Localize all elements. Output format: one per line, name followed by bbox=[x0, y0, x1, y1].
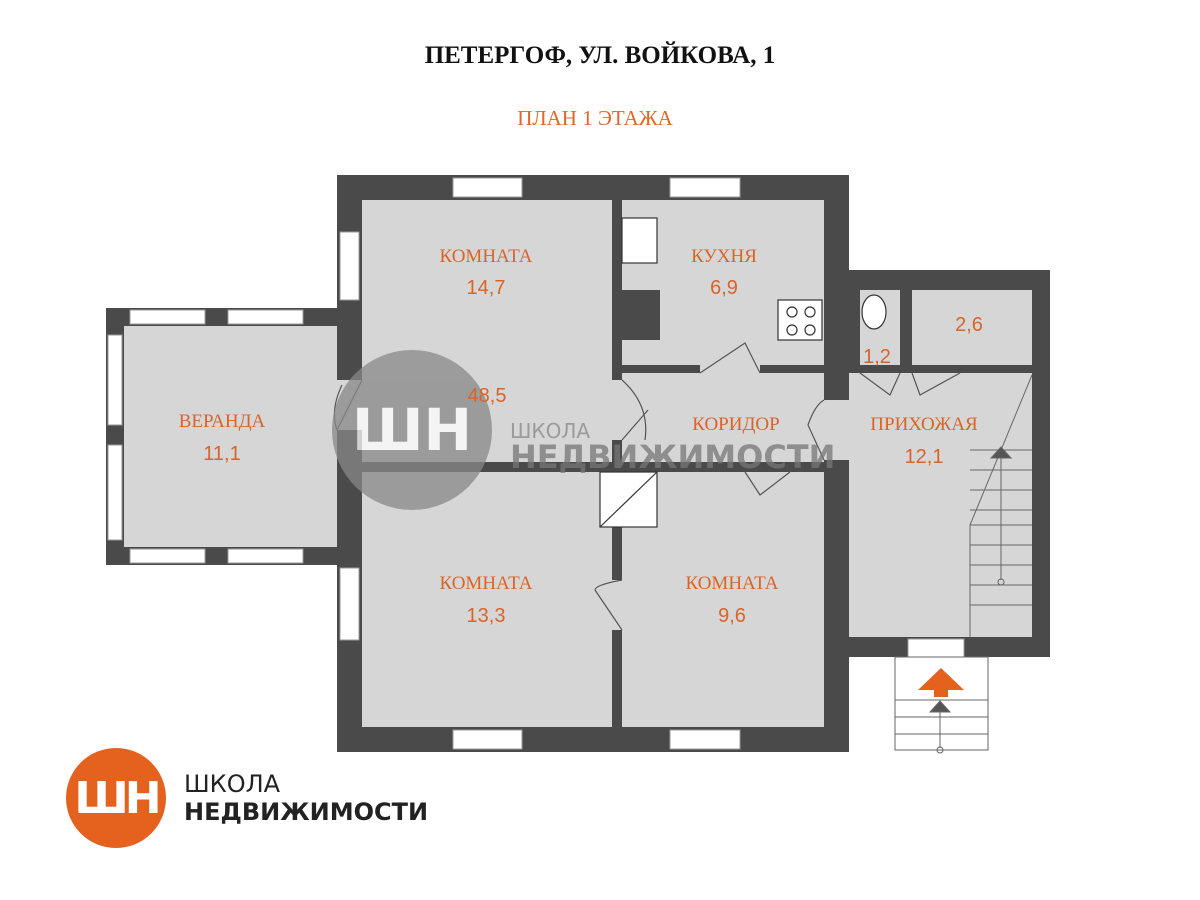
room-name: ПРИХОЖАЯ bbox=[870, 414, 978, 435]
room-area: 12,1 bbox=[905, 446, 944, 468]
room-labels: КОМНАТА 14,7 КУХНЯ 6,9 ВЕРАНДА 11,1 КОРИ… bbox=[179, 246, 983, 627]
svg-text:ШН: ШН bbox=[352, 396, 472, 464]
room-name: ВЕРАНДА bbox=[179, 411, 266, 432]
svg-text:ШКОЛА: ШКОЛА bbox=[510, 419, 590, 443]
room-name: КОРИДОР bbox=[692, 414, 779, 435]
stove-icon bbox=[777, 299, 823, 341]
room-area: 14,7 bbox=[467, 277, 506, 299]
brand-logo: ШН ШКОЛА НЕДВИЖИМОСТИ bbox=[66, 748, 428, 848]
room-name: КОМНАТА bbox=[686, 573, 779, 594]
logo-mark: ШН bbox=[66, 748, 166, 848]
logo-line1: ШКОЛА bbox=[184, 770, 281, 798]
room-name: КУХНЯ bbox=[691, 246, 757, 267]
entrance-arrow-icon bbox=[918, 668, 964, 690]
floor-plan-subtitle: ПЛАН 1 ЭТАЖА bbox=[517, 106, 673, 130]
fixtures bbox=[599, 217, 887, 528]
logo-line2: НЕДВИЖИМОСТИ bbox=[184, 798, 429, 826]
windows bbox=[107, 177, 965, 750]
floors bbox=[124, 200, 1032, 727]
watermark: ШН ШКОЛА НЕДВИЖИМОСТИ bbox=[332, 350, 835, 510]
toilet-icon bbox=[861, 294, 887, 330]
room-area: 13,3 bbox=[467, 605, 506, 627]
room-area: 2,6 bbox=[955, 314, 983, 336]
room-area: 6,9 bbox=[710, 277, 738, 299]
room-name: КОМНАТА bbox=[440, 573, 533, 594]
total-area: 48,5 bbox=[468, 385, 507, 407]
page-title: ПЕТЕРГОФ, УЛ. ВОЙКОВА, 1 bbox=[424, 42, 776, 69]
room-area: 1,2 bbox=[863, 346, 891, 368]
svg-text:НЕДВИЖИМОСТИ: НЕДВИЖИМОСТИ bbox=[510, 438, 835, 476]
sink-icon bbox=[621, 217, 658, 264]
room-area: 9,6 bbox=[718, 605, 746, 627]
stairs bbox=[894, 374, 1033, 754]
room-area: 11,1 bbox=[203, 443, 240, 465]
room-name: КОМНАТА bbox=[440, 246, 533, 267]
